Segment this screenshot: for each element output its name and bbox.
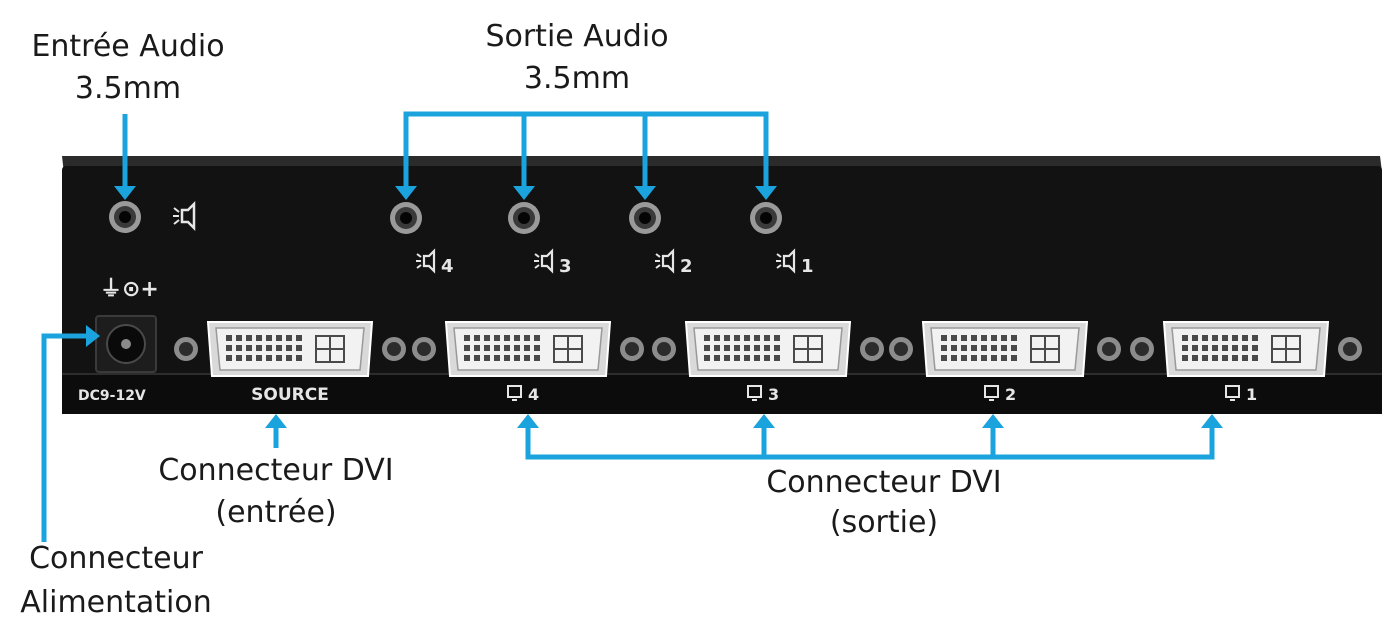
speaker-icon: [655, 248, 675, 274]
arrowhead: [86, 325, 100, 347]
audio-out-jack-2: [629, 202, 661, 234]
power-spec-label: DC9-12V: [78, 388, 146, 404]
audio-out-number-2: 2: [680, 256, 693, 277]
monitor-icon: [1225, 385, 1240, 401]
dvi-out-number-4: 4: [528, 385, 539, 404]
arrowhead: [114, 186, 136, 200]
callout-audio-out: Sortie Audio 3.5mm: [485, 19, 668, 96]
audio-out-jack-4: [390, 202, 422, 234]
dvi-out-port-4: [412, 321, 644, 377]
arrowhead: [517, 414, 539, 428]
callout-dvi-in-line2: (entrée): [215, 495, 336, 530]
power-jack: [95, 315, 157, 373]
dvi-ports: 4 3 2 1: [174, 321, 1362, 404]
audio-out-number-3: 3: [559, 256, 572, 277]
callout-dvi-in: Connecteur DVI (entrée): [158, 453, 393, 530]
callout-audio-in-line2: 3.5mm: [75, 71, 181, 106]
callout-audio-in: Entrée Audio 3.5mm: [31, 29, 224, 106]
monitor-icon: [507, 385, 522, 401]
dvi-out-port-1: [1130, 321, 1362, 377]
audio-out-jacks: 4 3 2 1: [390, 202, 814, 277]
arrowhead: [982, 414, 1004, 428]
dvi-out-number-1: 1: [1246, 385, 1257, 404]
audio-in-icon: [173, 200, 196, 232]
audio-out-jack-3: [508, 202, 540, 234]
chassis-lower-strip: [62, 374, 1382, 414]
callout-audio-out-line2: 3.5mm: [524, 61, 630, 96]
callout-arrows: [41, 111, 1215, 542]
callout-power: Connecteur Alimentation: [20, 541, 212, 620]
arrowhead: [395, 186, 417, 200]
callout-power-line2: Alimentation: [20, 585, 212, 620]
arrowhead: [634, 186, 656, 200]
callout-dvi-out-line2: (sortie): [830, 505, 938, 540]
callout-dvi-in-line1: Connecteur DVI: [158, 453, 393, 488]
audio-out-number-4: 4: [441, 256, 454, 277]
speaker-icon: [776, 248, 796, 274]
source-label: SOURCE: [251, 385, 329, 405]
arrowhead: [755, 186, 777, 200]
callout-audio-in-line1: Entrée Audio: [31, 29, 224, 64]
dvi-out-port-3: [652, 321, 884, 377]
audio-in-jack: [109, 201, 141, 233]
monitor-icon: [747, 385, 762, 401]
dvi-out-port-2: [889, 321, 1121, 377]
arrow-audio-out-bracket: [403, 111, 769, 192]
arrowhead: [513, 186, 535, 200]
speaker-icon: [534, 248, 554, 274]
callout-arrowheads: [86, 186, 1223, 428]
arrow-dvi-out-bracket: [525, 428, 1215, 460]
dvi-out-number-2: 2: [1005, 385, 1016, 404]
power-polarity-label: ⏚⊙+: [100, 277, 159, 302]
arrowhead: [1201, 414, 1223, 428]
audio-out-number-1: 1: [801, 256, 814, 277]
speaker-icon: [416, 248, 436, 274]
callout-power-line1: Connecteur: [29, 541, 204, 576]
arrowhead: [265, 414, 287, 428]
dvi-out-number-3: 3: [768, 385, 779, 404]
callout-dvi-out: Connecteur DVI (sortie): [766, 465, 1001, 540]
callout-dvi-out-line1: Connecteur DVI: [766, 465, 1001, 500]
dvi-source-port: [174, 321, 406, 377]
callout-audio-out-line1: Sortie Audio: [485, 19, 668, 54]
monitor-icon: [984, 385, 999, 401]
arrowhead: [753, 414, 775, 428]
arrow-power: [41, 333, 86, 542]
audio-out-jack-1: [750, 202, 782, 234]
